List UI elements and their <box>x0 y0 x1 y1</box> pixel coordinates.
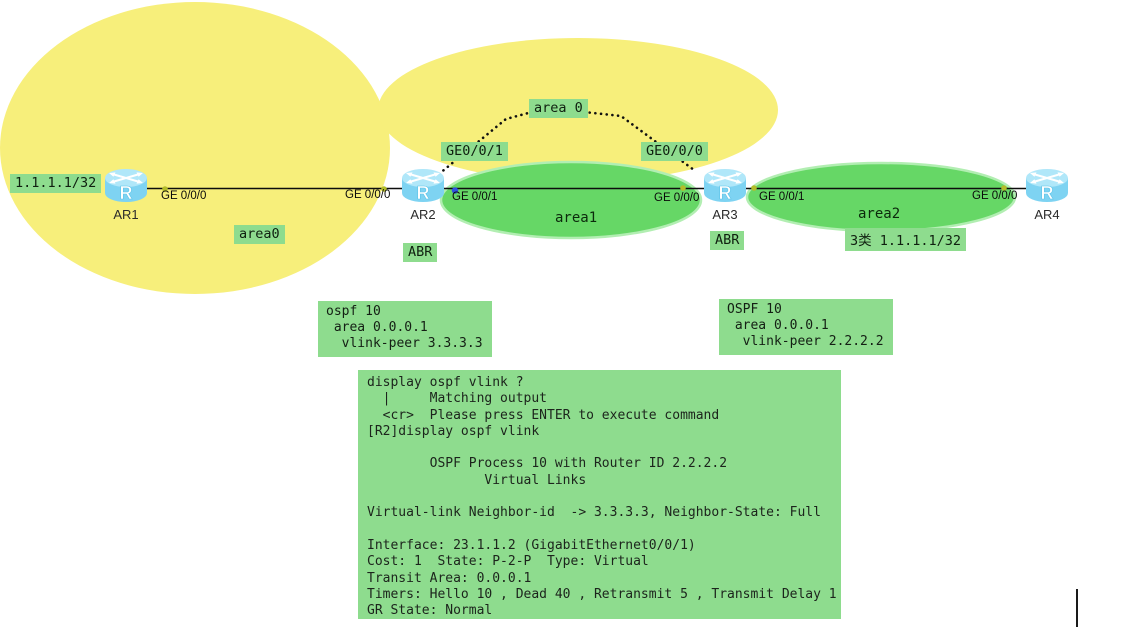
router-label: AR2 <box>410 207 436 222</box>
router-icon: R <box>402 169 444 203</box>
tag-area0: area0 <box>234 225 285 244</box>
text-cursor <box>1076 589 1078 627</box>
tag-type3-lsa-route: 3类 1.1.1.1/32 <box>845 228 967 251</box>
iface-label-ar4-ge000: GE 0/0/0 <box>972 190 1018 202</box>
tag-ar1-loopback: 1.1.1.1/32 <box>10 174 102 193</box>
router-icon: R <box>704 169 746 203</box>
router-ar3[interactable]: R AR3 <box>703 166 747 222</box>
area2-label: area2 <box>858 206 901 222</box>
cli-output-panel: display ospf vlink ? | Matching output <… <box>358 370 841 619</box>
link-endpoint-dot <box>162 186 168 192</box>
svg-text:R: R <box>120 183 133 203</box>
area1-label: area1 <box>555 210 598 226</box>
iface-label-ar1-ge000: GE 0/0/0 <box>161 190 207 202</box>
router-ar1[interactable]: R AR1 <box>104 166 148 222</box>
config-box-ar3-ospf: OSPF 10 area 0.0.0.1 vlink-peer 2.2.2.2 <box>719 299 893 355</box>
iface-label-ar2-ge000: GE 0/0/0 <box>345 189 391 201</box>
router-label: AR1 <box>113 207 139 222</box>
router-icon: R <box>1026 169 1068 203</box>
router-ar2[interactable]: R AR2 <box>401 166 445 222</box>
tag-vlink-left-interface: GE0/0/1 <box>441 142 508 161</box>
link-endpoint-dot <box>680 185 686 191</box>
config-box-ar2-ospf: ospf 10 area 0.0.0.1 vlink-peer 3.3.3.3 <box>318 301 492 357</box>
link-endpoint-dot <box>751 185 757 191</box>
link-endpoint-dot-selected <box>451 187 459 194</box>
svg-text:R: R <box>417 183 430 203</box>
router-icon: R <box>105 169 147 203</box>
tag-vlink-right-interface: GE0/0/0 <box>641 142 708 161</box>
router-ar4[interactable]: R AR4 <box>1025 166 1069 222</box>
tag-ar2-abr: ABR <box>403 243 438 262</box>
iface-label-ar3-ge000: GE 0/0/0 <box>654 192 700 204</box>
iface-label-ar3-ge001: GE 0/0/1 <box>759 191 805 203</box>
svg-text:R: R <box>1041 183 1054 203</box>
link-endpoint-dot <box>1001 185 1007 191</box>
tag-ar3-abr: ABR <box>710 231 745 250</box>
router-label: AR3 <box>712 207 738 222</box>
tag-virtual-link-area0: area 0 <box>529 99 588 118</box>
area1-ellipse <box>439 160 703 240</box>
router-label: AR4 <box>1034 207 1060 222</box>
link-endpoint-dot <box>381 186 387 192</box>
iface-label-ar2-ge001: GE 0/0/1 <box>452 191 498 203</box>
area0-ellipse <box>0 2 390 294</box>
svg-text:R: R <box>719 183 732 203</box>
